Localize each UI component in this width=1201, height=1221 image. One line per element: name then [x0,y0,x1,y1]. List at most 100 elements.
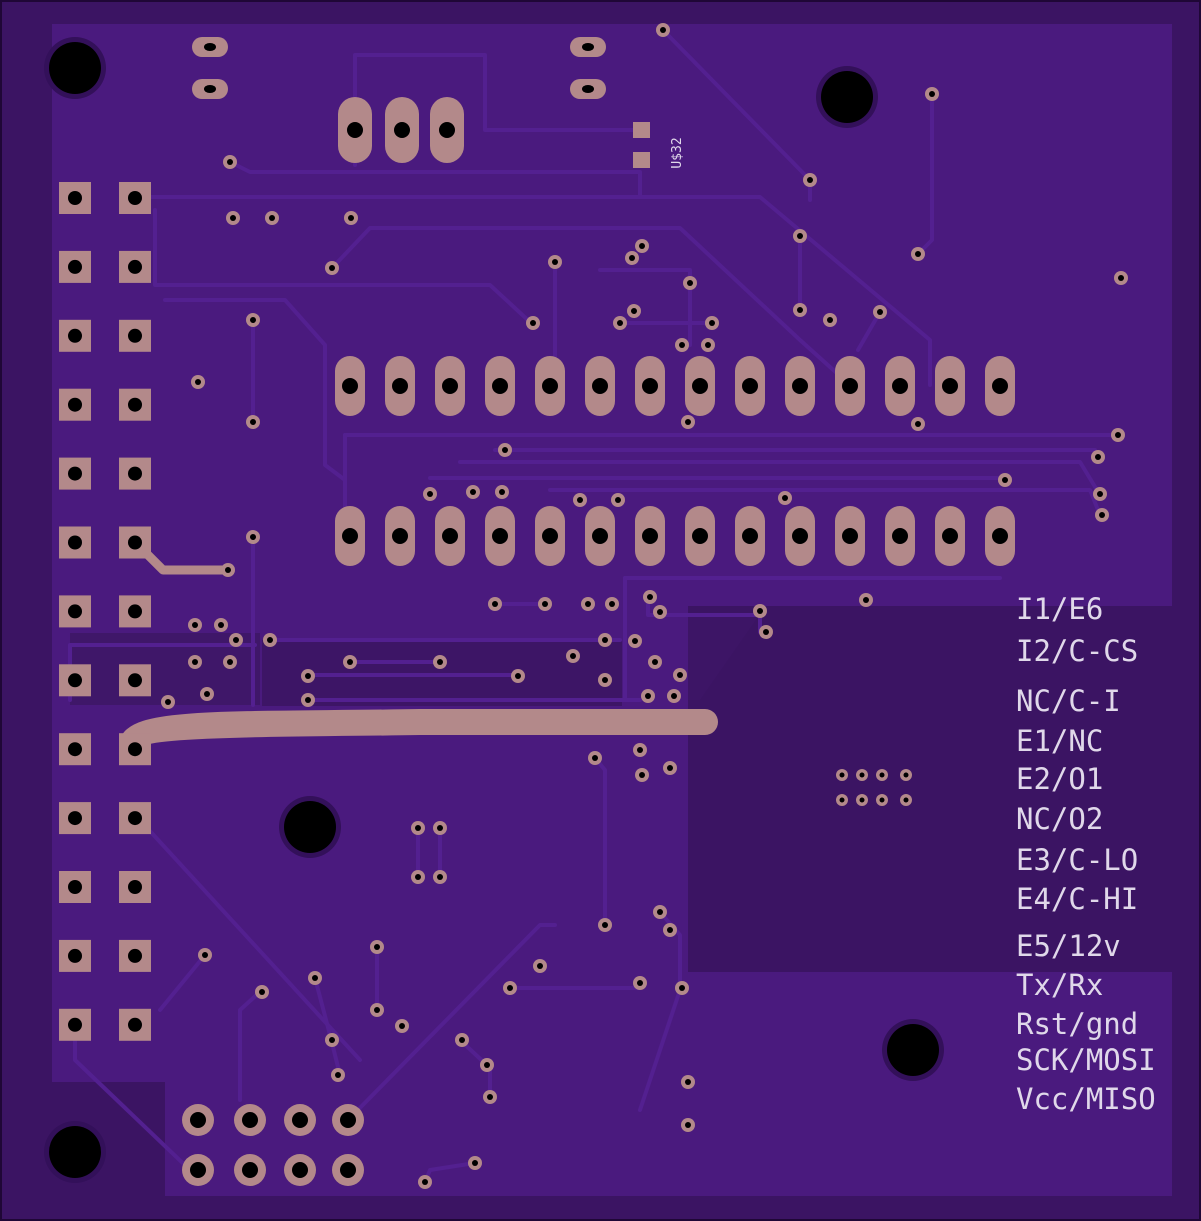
via-drill [459,1037,465,1043]
pin-label: E5/12v [1016,929,1121,963]
via-drill [437,825,443,831]
via-drill [879,772,885,778]
via-drill [685,419,691,425]
mounting-hole [49,42,101,94]
oval-pads [192,37,1015,566]
trace [238,988,264,1102]
via-drill [671,693,677,699]
via-drill [709,320,715,326]
via-drill [679,342,685,348]
connector-pad-drill [204,43,216,51]
via-drill [903,797,909,803]
isp-pad-drill [292,1112,308,1128]
dip-pad-top-drill [442,378,458,394]
via-drill [632,638,638,644]
trace [330,226,852,387]
header-pad-drill [128,259,142,274]
via-drill [267,637,273,643]
via-drill [763,629,769,635]
smd-pad [633,122,650,138]
isp-pad-drill [242,1112,258,1128]
via-drill [827,317,833,323]
dip-pad-top-drill [742,378,758,394]
header-pad-drill [68,604,82,619]
mounting-hole [887,1024,939,1076]
via-drill [492,601,498,607]
via-drill [305,697,311,703]
header-pad-drill [68,328,82,343]
dip-pad-top-drill [942,378,958,394]
dip-pad-top-drill [792,378,808,394]
trace [353,53,642,167]
via-drill [1095,454,1101,460]
pin-label-list: I1/E6 I2/C-CS NC/C-I E1/NC E2/O1 NC/O2 E… [1016,592,1156,1116]
dip-pad-bottom-drill [792,528,808,544]
via-drill [585,601,591,607]
via-drill [859,772,865,778]
smd-pad [633,152,650,168]
via-drill [639,243,645,249]
via-drill [615,497,621,503]
dip-pad-top-drill [642,378,658,394]
via-drill [165,699,171,705]
dip-pad-bottom-drill [992,528,1008,544]
via-drill [757,608,763,614]
via-drill [667,765,673,771]
via-drill [218,622,224,628]
via-drill [679,985,685,991]
via-drill [677,672,683,678]
mounting-hole [284,801,336,853]
via-drill [797,233,803,239]
dip-pad-bottom-drill [942,528,958,544]
trace [136,816,362,1062]
via-drill [807,177,813,183]
dip-pad-bottom-drill [892,528,908,544]
dip-pad-top-drill [342,378,358,394]
header-pad-drill [68,466,82,481]
via-drill [903,772,909,778]
trace [856,310,882,352]
via-drill [230,215,236,221]
via-drill [637,747,643,753]
header-pad-drill [128,1017,142,1032]
trace [136,195,932,387]
pin-label: E1/NC [1016,724,1103,758]
via-drill [685,1079,691,1085]
via-drill [1118,275,1124,281]
via-drill [195,379,201,385]
header-pad-drill [128,191,142,205]
via-drill [537,963,543,969]
via-drill [422,1179,428,1185]
via-drill [374,1007,380,1013]
header-pad-drill [128,948,142,963]
trace [598,268,692,347]
via-drill [1002,477,1008,483]
via-drill [329,265,335,271]
via-drill [312,975,318,981]
via-drill [1097,491,1103,497]
via-drill [577,497,583,503]
dip-pad-top-drill [392,378,408,394]
copper-pour-island [688,614,760,700]
via-drill [225,567,231,573]
via-drill [657,909,663,915]
via-drill [645,693,651,699]
via-drill [472,1160,478,1166]
component-label: U$32 [670,137,685,168]
via-drill [647,594,653,600]
header-pad-drill [128,466,142,481]
via-drill [570,653,576,659]
isp-pad-drill [190,1162,206,1178]
dip-pad-top-drill [842,378,858,394]
via-drill [259,989,265,995]
via-drill [797,307,803,313]
via-drill [631,308,637,314]
via-drill [667,927,673,933]
via-drill [839,772,845,778]
via-drill [602,677,608,683]
dip-pad-top-drill [492,378,508,394]
vias [161,23,1128,1189]
via-drill [507,985,513,991]
